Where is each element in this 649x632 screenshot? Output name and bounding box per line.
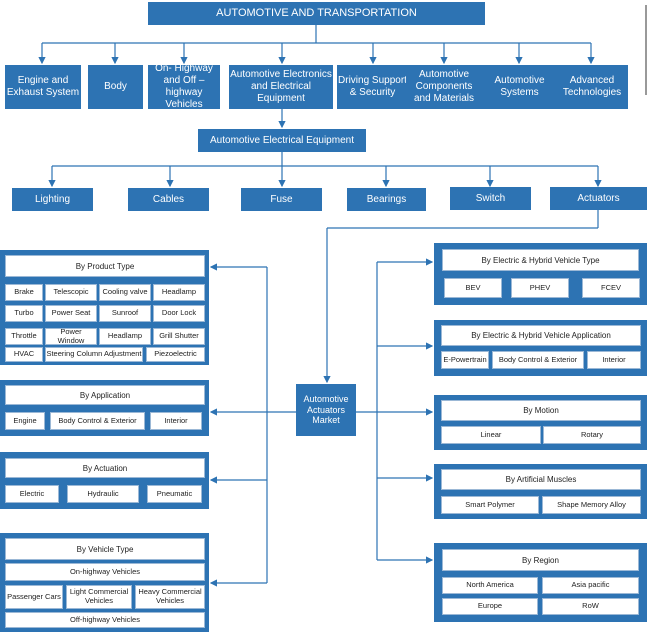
cell-asia-pacific: Asia pacific [542, 577, 639, 594]
cell-row: RoW [542, 598, 639, 615]
node-engine-exhaust: Engine and Exhaust System [5, 65, 81, 109]
node-lighting: Lighting [12, 188, 93, 211]
node-advanced-tech: Advanced Technologies [556, 65, 628, 109]
panel-ehv-type-title: By Electric & Hybrid Vehicle Type [442, 249, 639, 271]
cell-north-america: North America [442, 577, 538, 594]
root-node: AUTOMOTIVE AND TRANSPORTATION [148, 2, 485, 25]
cell-phev: PHEV [511, 278, 569, 298]
cell-linear: Linear [441, 426, 541, 444]
cell-body-control-exterior: Body Control & Exterior [50, 412, 145, 430]
cell-rotary: Rotary [543, 426, 641, 444]
node-actuators: Actuators [550, 187, 647, 210]
panel-motion-title: By Motion [441, 400, 641, 421]
cell-electric: Electric [5, 485, 59, 503]
cell-power-seat: Power Seat [45, 305, 97, 322]
cell-sunroof: Sunroof [99, 305, 151, 322]
cell-offhighway-vehicles: Off-highway Vehicles [5, 612, 205, 628]
node-fuse: Fuse [241, 188, 322, 211]
cell-brake: Brake [5, 284, 43, 301]
cell-ehv-interior: Interior [587, 351, 641, 369]
cell-grill-shutter: Grill Shutter [153, 328, 205, 345]
cell-power-window: Power Window [45, 327, 97, 345]
cell-heavy-commercial: Heavy Commercial Vehicles [135, 585, 205, 609]
cell-e-powertrain: E-Powertrain [441, 351, 489, 369]
panel-artificial-muscles-title: By Artificial Muscles [441, 469, 641, 490]
node-switch: Switch [450, 187, 531, 210]
node-components-materials: Automotive Components and Materials [406, 65, 482, 109]
node-cables: Cables [128, 188, 209, 211]
cell-telescopic: Telescopic [45, 284, 97, 301]
cell-door-lock: Door Lock [153, 305, 205, 322]
cell-passenger-cars: Passenger Cars [5, 585, 63, 609]
cell-onhighway-vehicles: On-highway Vehicles [5, 563, 205, 581]
panel-application-title: By Application [5, 385, 205, 405]
node-automotive-systems: Automotive Systems [481, 65, 558, 109]
cell-ehv-body-control: Body Control & Exterior [492, 351, 584, 369]
node-actuators-market: Automotive Actuators Market [296, 384, 356, 436]
cell-headlamp-1: Headlamp [153, 284, 205, 301]
cell-europe: Europe [442, 598, 538, 615]
node-on-off-highway: On- Highway and Off –highway Vehicles [148, 63, 220, 110]
cell-hydraulic: Hydraulic [67, 485, 139, 503]
cell-bev: BEV [444, 278, 502, 298]
cell-engine: Engine [5, 412, 45, 430]
cell-interior: Interior [150, 412, 202, 430]
node-bearings: Bearings [347, 188, 426, 211]
cell-turbo: Turbo [5, 305, 43, 322]
panel-region-title: By Region [442, 549, 639, 571]
cell-throttle: Throttle [5, 328, 43, 345]
cell-headlamp-2: Headlamp [99, 328, 151, 345]
cell-smart-polymer: Smart Polymer [441, 496, 539, 514]
cell-shape-memory-alloy: Shape Memory Alloy [542, 496, 641, 514]
node-electrical-equipment: Automotive Electrical Equipment [198, 129, 366, 152]
panel-product-type-title: By Product Type [5, 255, 205, 277]
cell-hvac: HVAC [5, 347, 43, 362]
node-driving-support: Driving Support & Security [337, 65, 408, 109]
panel-vehicle-type-title: By Vehicle Type [5, 538, 205, 560]
cell-steering-column: Steering Column Adjustment [45, 347, 143, 362]
node-auto-electronics: Automotive Electronics and Electrical Eq… [229, 65, 333, 109]
cell-light-commercial: Light Commercial Vehicles [66, 585, 132, 609]
cell-pneumatic: Pneumatic [147, 485, 202, 503]
cell-fcev: FCEV [582, 278, 640, 298]
node-body: Body [88, 65, 143, 109]
panel-actuation-title: By Actuation [5, 458, 205, 478]
panel-ehv-application-title: By Electric & Hybrid Vehicle Application [441, 325, 641, 346]
cell-cooling-valve: Cooling valve [99, 284, 151, 301]
cell-piezoelectric: Piezoelectric [146, 347, 205, 362]
